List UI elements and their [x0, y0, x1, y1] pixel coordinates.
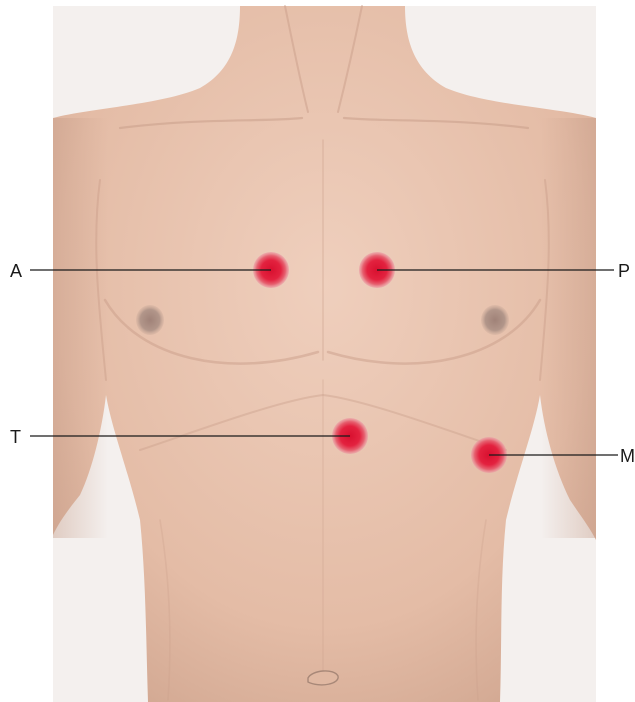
left-nipple: [136, 305, 164, 335]
point-T-label: T: [10, 427, 21, 447]
right-nipple: [481, 305, 509, 335]
point-P-label: P: [618, 261, 630, 281]
point-A-label: A: [10, 261, 22, 281]
point-M-label: M: [620, 446, 635, 466]
navel: [308, 671, 338, 685]
right-side-shade: [541, 118, 596, 538]
